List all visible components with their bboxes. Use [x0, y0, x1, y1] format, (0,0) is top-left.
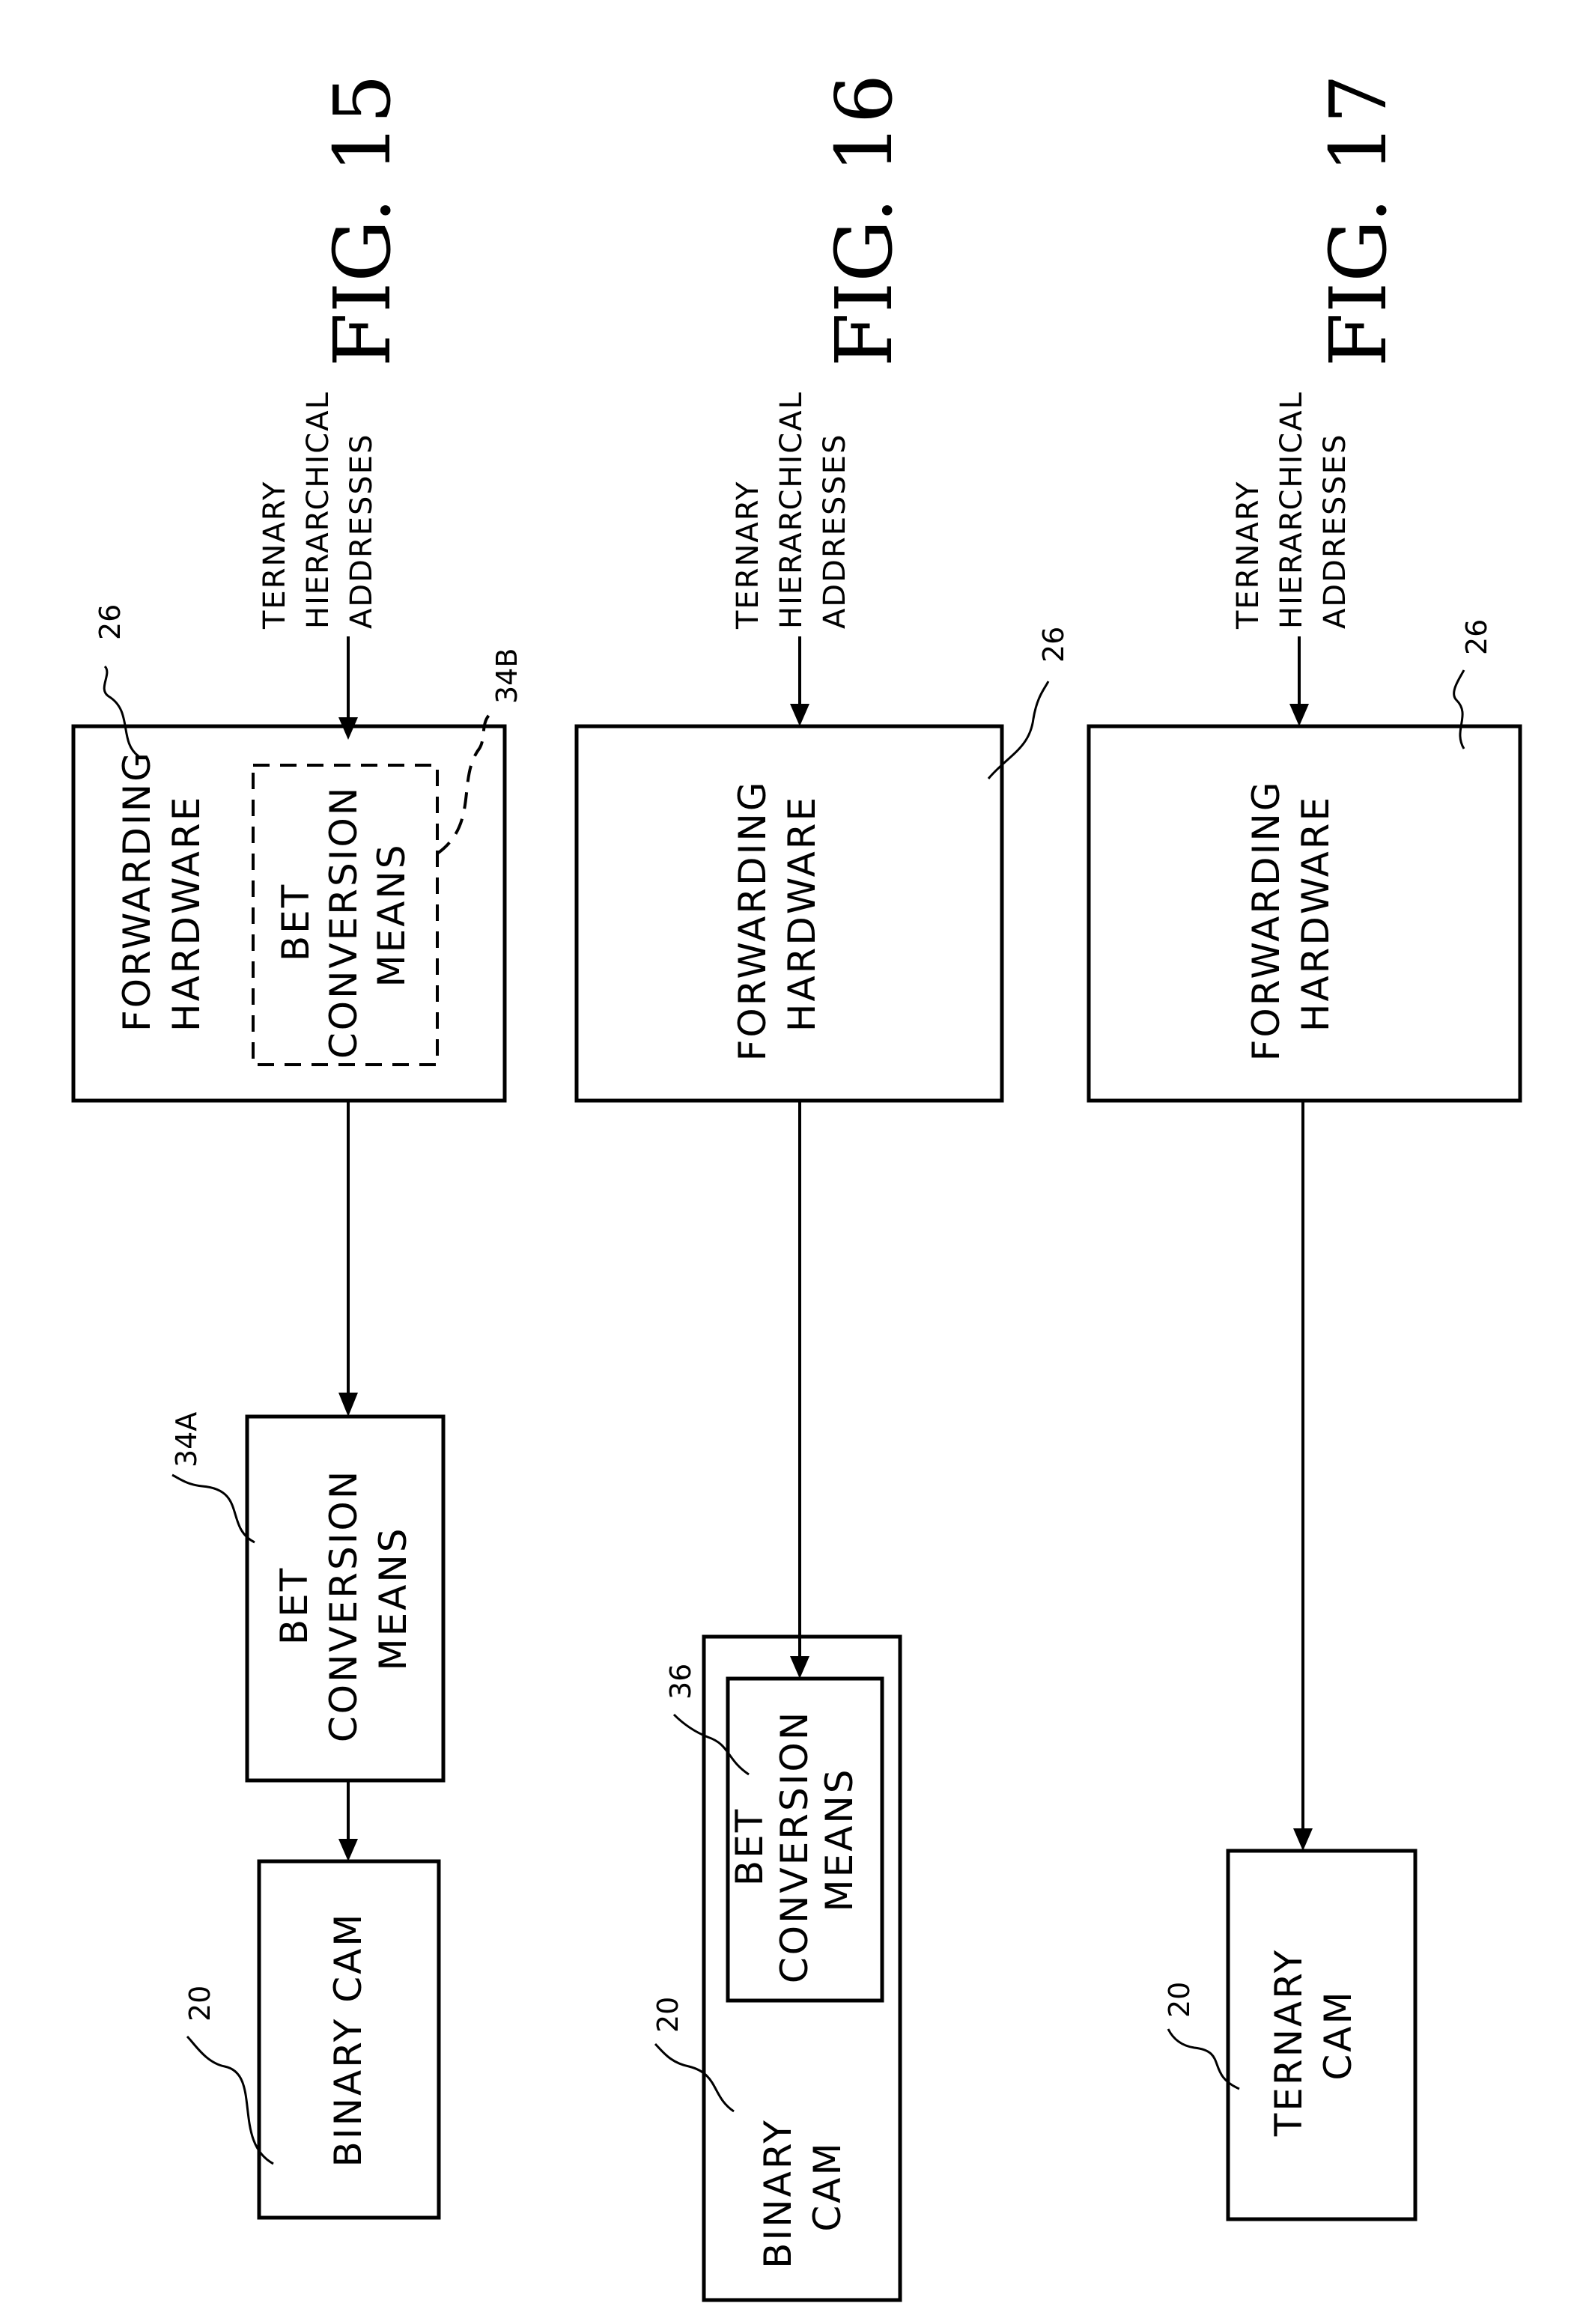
fig15-inner-bet-line-3: MEANS [370, 842, 413, 987]
fig15-inner-bet-line-2: CONVERSION [322, 785, 365, 1059]
fig17-ternary-cam-label: TERNARY CAM [1267, 1934, 1360, 2137]
fig16-bet-line-1: BET [728, 1807, 771, 1886]
fig15-cam-line-1: BINARY CAM [326, 1912, 370, 2168]
figure-17: FIG. 17 TERNARY HIERARCHICAL ADDRESSES F… [1089, 74, 1520, 2219]
fig17-forwarding-hardware-label: FORWARDING HARDWARE [1245, 766, 1337, 1062]
fig15-title: FIG. 15 [317, 74, 408, 367]
fig15-ref-34b: 34B [490, 648, 523, 704]
fig15-connector-arrowhead-2 [338, 1839, 358, 1861]
fig15-connector-arrowhead-1 [338, 1393, 358, 1417]
fig16-ref-20: 20 [651, 1997, 684, 2033]
fig16-connector-arrowhead [790, 1656, 809, 1679]
fig15-input-line-2: HIERARCHICAL [301, 391, 335, 629]
figure-16: FIG. 16 TERNARY HIERARCHICAL ADDRESSES F… [577, 74, 1070, 2300]
fig17-cam-line-2: CAM [1316, 1989, 1360, 2080]
fig17-input-label: TERNARY HIERARCHICAL ADDRESSES [1231, 380, 1352, 630]
fig15-input-label: TERNARY HIERARCHICAL ADDRESSES [258, 380, 379, 630]
fig15-inner-bet-line-1: BET [274, 883, 317, 961]
fig15-inner-bet-label: BET CONVERSION MEANS [274, 771, 413, 1059]
fig16-ref-36: 36 [664, 1664, 697, 1700]
fig15-input-line-3: ADDRESSES [344, 434, 379, 629]
fig16-bet-line-2: CONVERSION [773, 1710, 816, 1983]
fig16-ref-20-leader [655, 2044, 734, 2111]
fig17-connector-arrowhead [1293, 1828, 1313, 1851]
fig15-outer-bet-line-3: MEANS [371, 1526, 415, 1670]
fig16-ref-26-leader [988, 681, 1048, 779]
figure-15: FIG. 15 TERNARY HIERARCHICAL ADDRESSES F… [73, 74, 523, 2218]
fig16-forwarding-hardware-label: FORWARDING HARDWARE [731, 766, 824, 1062]
fig16-forwarding-line-2: HARDWARE [780, 795, 824, 1032]
fig15-ref-20: 20 [183, 1986, 216, 2022]
fig15-input-arrowhead [338, 717, 358, 740]
fig16-bet-label: BET CONVERSION MEANS [728, 1696, 861, 1983]
fig17-ref-26: 26 [1460, 619, 1493, 655]
fig15-input-line-1: TERNARY [258, 481, 292, 630]
fig15-ref-34b-leader [437, 711, 494, 854]
fig17-input-line-1: TERNARY [1231, 481, 1265, 630]
fig16-input-arrowhead [790, 704, 809, 726]
fig17-input-arrowhead [1289, 704, 1309, 726]
fig16-cam-line-1: BINARY [756, 2118, 800, 2269]
fig17-forwarding-line-2: HARDWARE [1294, 795, 1337, 1032]
fig17-ref-20: 20 [1163, 1982, 1196, 2018]
fig15-outer-bet-line-1: BET [273, 1566, 316, 1645]
fig17-title: FIG. 17 [1313, 74, 1404, 367]
fig17-cam-line-1: TERNARY [1267, 1948, 1310, 2138]
fig15-outer-bet-line-2: CONVERSION [322, 1469, 365, 1742]
fig16-ref-36-leader [674, 1715, 749, 1774]
fig16-forwarding-line-1: FORWARDING [731, 780, 774, 1062]
fig16-input-line-2: HIERARCHICAL [774, 391, 809, 629]
fig17-ref-26-leader [1454, 670, 1464, 749]
fig15-forwarding-line-1: FORWARDING [115, 750, 159, 1032]
fig15-binary-cam-label: BINARY CAM [326, 1912, 370, 2168]
fig16-input-line-1: TERNARY [731, 481, 765, 630]
fig15-ref-26: 26 [94, 604, 127, 640]
fig16-input-line-3: ADDRESSES [818, 434, 852, 629]
fig17-input-line-3: ADDRESSES [1318, 434, 1352, 629]
fig15-forwarding-hardware-label: FORWARDING HARDWARE [115, 736, 208, 1032]
fig16-binary-cam-label: BINARY CAM [756, 2104, 849, 2269]
fig17-input-line-2: HIERARCHICAL [1274, 391, 1309, 629]
fig15-forwarding-line-2: HARDWARE [165, 795, 208, 1032]
fig15-outer-bet-label: BET CONVERSION MEANS [273, 1455, 415, 1742]
fig17-forwarding-line-1: FORWARDING [1245, 780, 1288, 1062]
fig16-ref-26: 26 [1037, 627, 1070, 663]
fig16-title: FIG. 16 [818, 74, 910, 367]
fig15-ref-34a: 34A [170, 1412, 203, 1467]
fig16-input-label: TERNARY HIERARCHICAL ADDRESSES [731, 380, 852, 630]
fig16-cam-line-2: CAM [806, 2141, 849, 2231]
fig15-ref-34a-leader [172, 1475, 255, 1542]
fig16-bet-line-3: MEANS [818, 1767, 861, 1911]
